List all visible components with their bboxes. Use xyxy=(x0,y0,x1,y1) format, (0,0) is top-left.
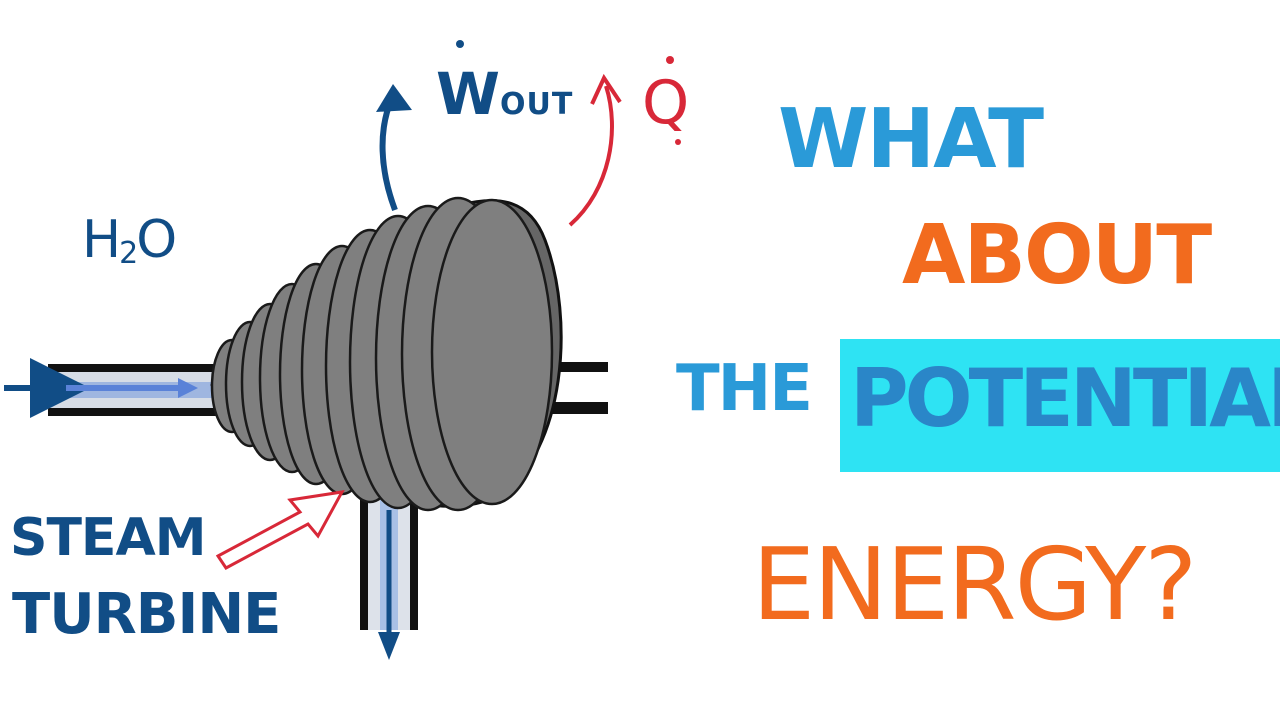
work-out-arrow xyxy=(379,96,398,212)
w-dot-icon xyxy=(456,40,464,48)
question-word-potential: POTENTIAL xyxy=(850,352,1280,445)
heat-label: Q xyxy=(642,68,690,138)
label-pointer-arrow xyxy=(215,490,345,570)
heat-arrow xyxy=(568,85,614,227)
component-label-turbine: TURBINE xyxy=(12,582,281,647)
work-out-arrowhead xyxy=(376,84,412,112)
work-out-label: WOUT xyxy=(436,60,574,128)
exhaust-arrowhead xyxy=(378,632,400,660)
question-word-energy: ENERGY? xyxy=(752,526,1197,643)
question-word-what: WHAT xyxy=(778,92,1044,187)
heat-arrowhead xyxy=(590,73,622,105)
potential-highlight-box xyxy=(840,339,1280,472)
q-tail-icon xyxy=(675,139,681,145)
component-label-steam: STEAM xyxy=(10,508,206,568)
question-word-the: THE xyxy=(676,352,813,426)
fluid-label-h2o: H2O xyxy=(82,210,177,271)
question-word-about: ABOUT xyxy=(902,208,1212,303)
turbine-stages xyxy=(210,196,554,512)
inlet-inner-arrowhead xyxy=(178,378,198,398)
q-dot-icon xyxy=(666,56,674,64)
